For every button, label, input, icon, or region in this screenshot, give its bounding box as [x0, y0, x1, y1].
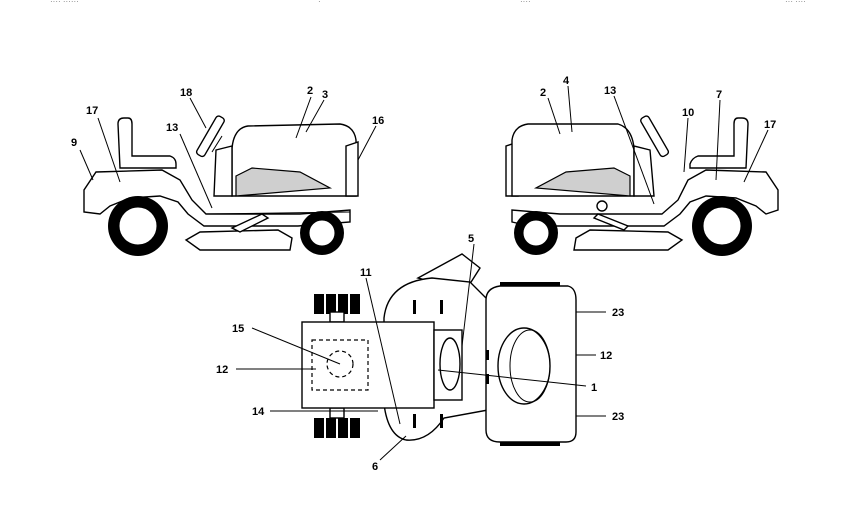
header-fragment: ···· ······: [50, 0, 79, 6]
leader-line: [97, 117, 121, 183]
leader-line: [567, 85, 573, 133]
rear-wheel-hub: [702, 206, 742, 246]
header-fragments: ···· ······ · ···· ··· ····: [50, 0, 806, 6]
callout-17: 17: [764, 119, 776, 131]
axle-block: [329, 311, 345, 323]
header-fragment: ····: [520, 0, 531, 6]
leader-line: [365, 277, 401, 425]
mower-deck: [184, 229, 293, 251]
engine-cover: [497, 327, 551, 405]
seat: [117, 117, 177, 169]
leader-line: [461, 243, 475, 347]
callout-6: 6: [372, 461, 378, 473]
rear-fender: [511, 169, 779, 227]
dash: [633, 145, 655, 197]
callout-1: 1: [591, 382, 597, 394]
front-tire: [500, 442, 560, 446]
leader-line: [379, 435, 407, 461]
callout-2: 2: [307, 85, 313, 97]
tire-tread: [324, 294, 350, 438]
deck-slots: [413, 300, 489, 428]
steering-wheel-top: [439, 337, 461, 391]
callout-9: 9: [71, 137, 77, 149]
rear-wheel-hub: [118, 206, 158, 246]
mower-deck: [573, 229, 684, 251]
left-side-view: 9 17 18 13 2 3 16: [71, 85, 384, 256]
axle-block: [329, 407, 345, 419]
callout-23: 23: [612, 411, 624, 423]
callout-18: 18: [180, 87, 192, 99]
leader-line: [357, 125, 377, 161]
hood-side-panel: [235, 167, 333, 197]
callout-4: 4: [563, 75, 570, 87]
leader-line: [613, 95, 655, 205]
callout-15: 15: [232, 323, 244, 335]
callout-16: 16: [372, 115, 384, 127]
leader-line: [189, 97, 207, 129]
leader-line: [305, 99, 325, 133]
steering-wheel: [195, 115, 225, 158]
steering-column: [211, 135, 223, 153]
front-tire: [500, 282, 560, 286]
lever-knob: [596, 200, 608, 212]
leader-line: [79, 149, 94, 181]
callout-10: 10: [682, 107, 694, 119]
leader-line: [715, 99, 721, 181]
leader-line: [179, 133, 213, 209]
front-wheel-hub: [308, 219, 336, 247]
callout-5: 5: [468, 233, 474, 245]
dash: [213, 145, 233, 197]
header-fragment: ··· ····: [785, 0, 806, 6]
callout-12: 12: [216, 364, 228, 376]
leader-line: [437, 369, 587, 387]
leader-line: [251, 327, 341, 365]
leader-line: [295, 96, 312, 139]
callout-23: 23: [612, 307, 624, 319]
hood-side-panel: [533, 167, 631, 197]
callout-12: 12: [600, 350, 612, 362]
seat-outline: [311, 339, 369, 391]
top-view: 11 5 15 12 14 6 23 12 1 23: [216, 233, 624, 473]
seat: [689, 117, 749, 169]
seat-pivot: [326, 350, 354, 378]
callout-11: 11: [360, 267, 372, 279]
callout-7: 7: [716, 89, 722, 101]
steering-wheel: [640, 115, 670, 158]
callout-17: 17: [86, 105, 98, 117]
callout-13: 13: [604, 85, 616, 97]
grille: [345, 141, 359, 197]
callout-14: 14: [252, 406, 265, 418]
engine-cover-inner: [509, 329, 551, 403]
front-wheel-hub: [522, 219, 550, 247]
callout-2: 2: [540, 87, 546, 99]
callout-3: 3: [322, 89, 328, 101]
header-fragment: ·: [318, 0, 321, 6]
deck-lever: [230, 213, 270, 233]
callout-13: 13: [166, 122, 178, 134]
deck-lever: [592, 213, 630, 231]
leader-line: [683, 117, 689, 173]
leader-line: [547, 97, 561, 135]
right-side-view: 2 4 13 10 7 17: [505, 75, 779, 256]
leader-line: [743, 129, 769, 183]
